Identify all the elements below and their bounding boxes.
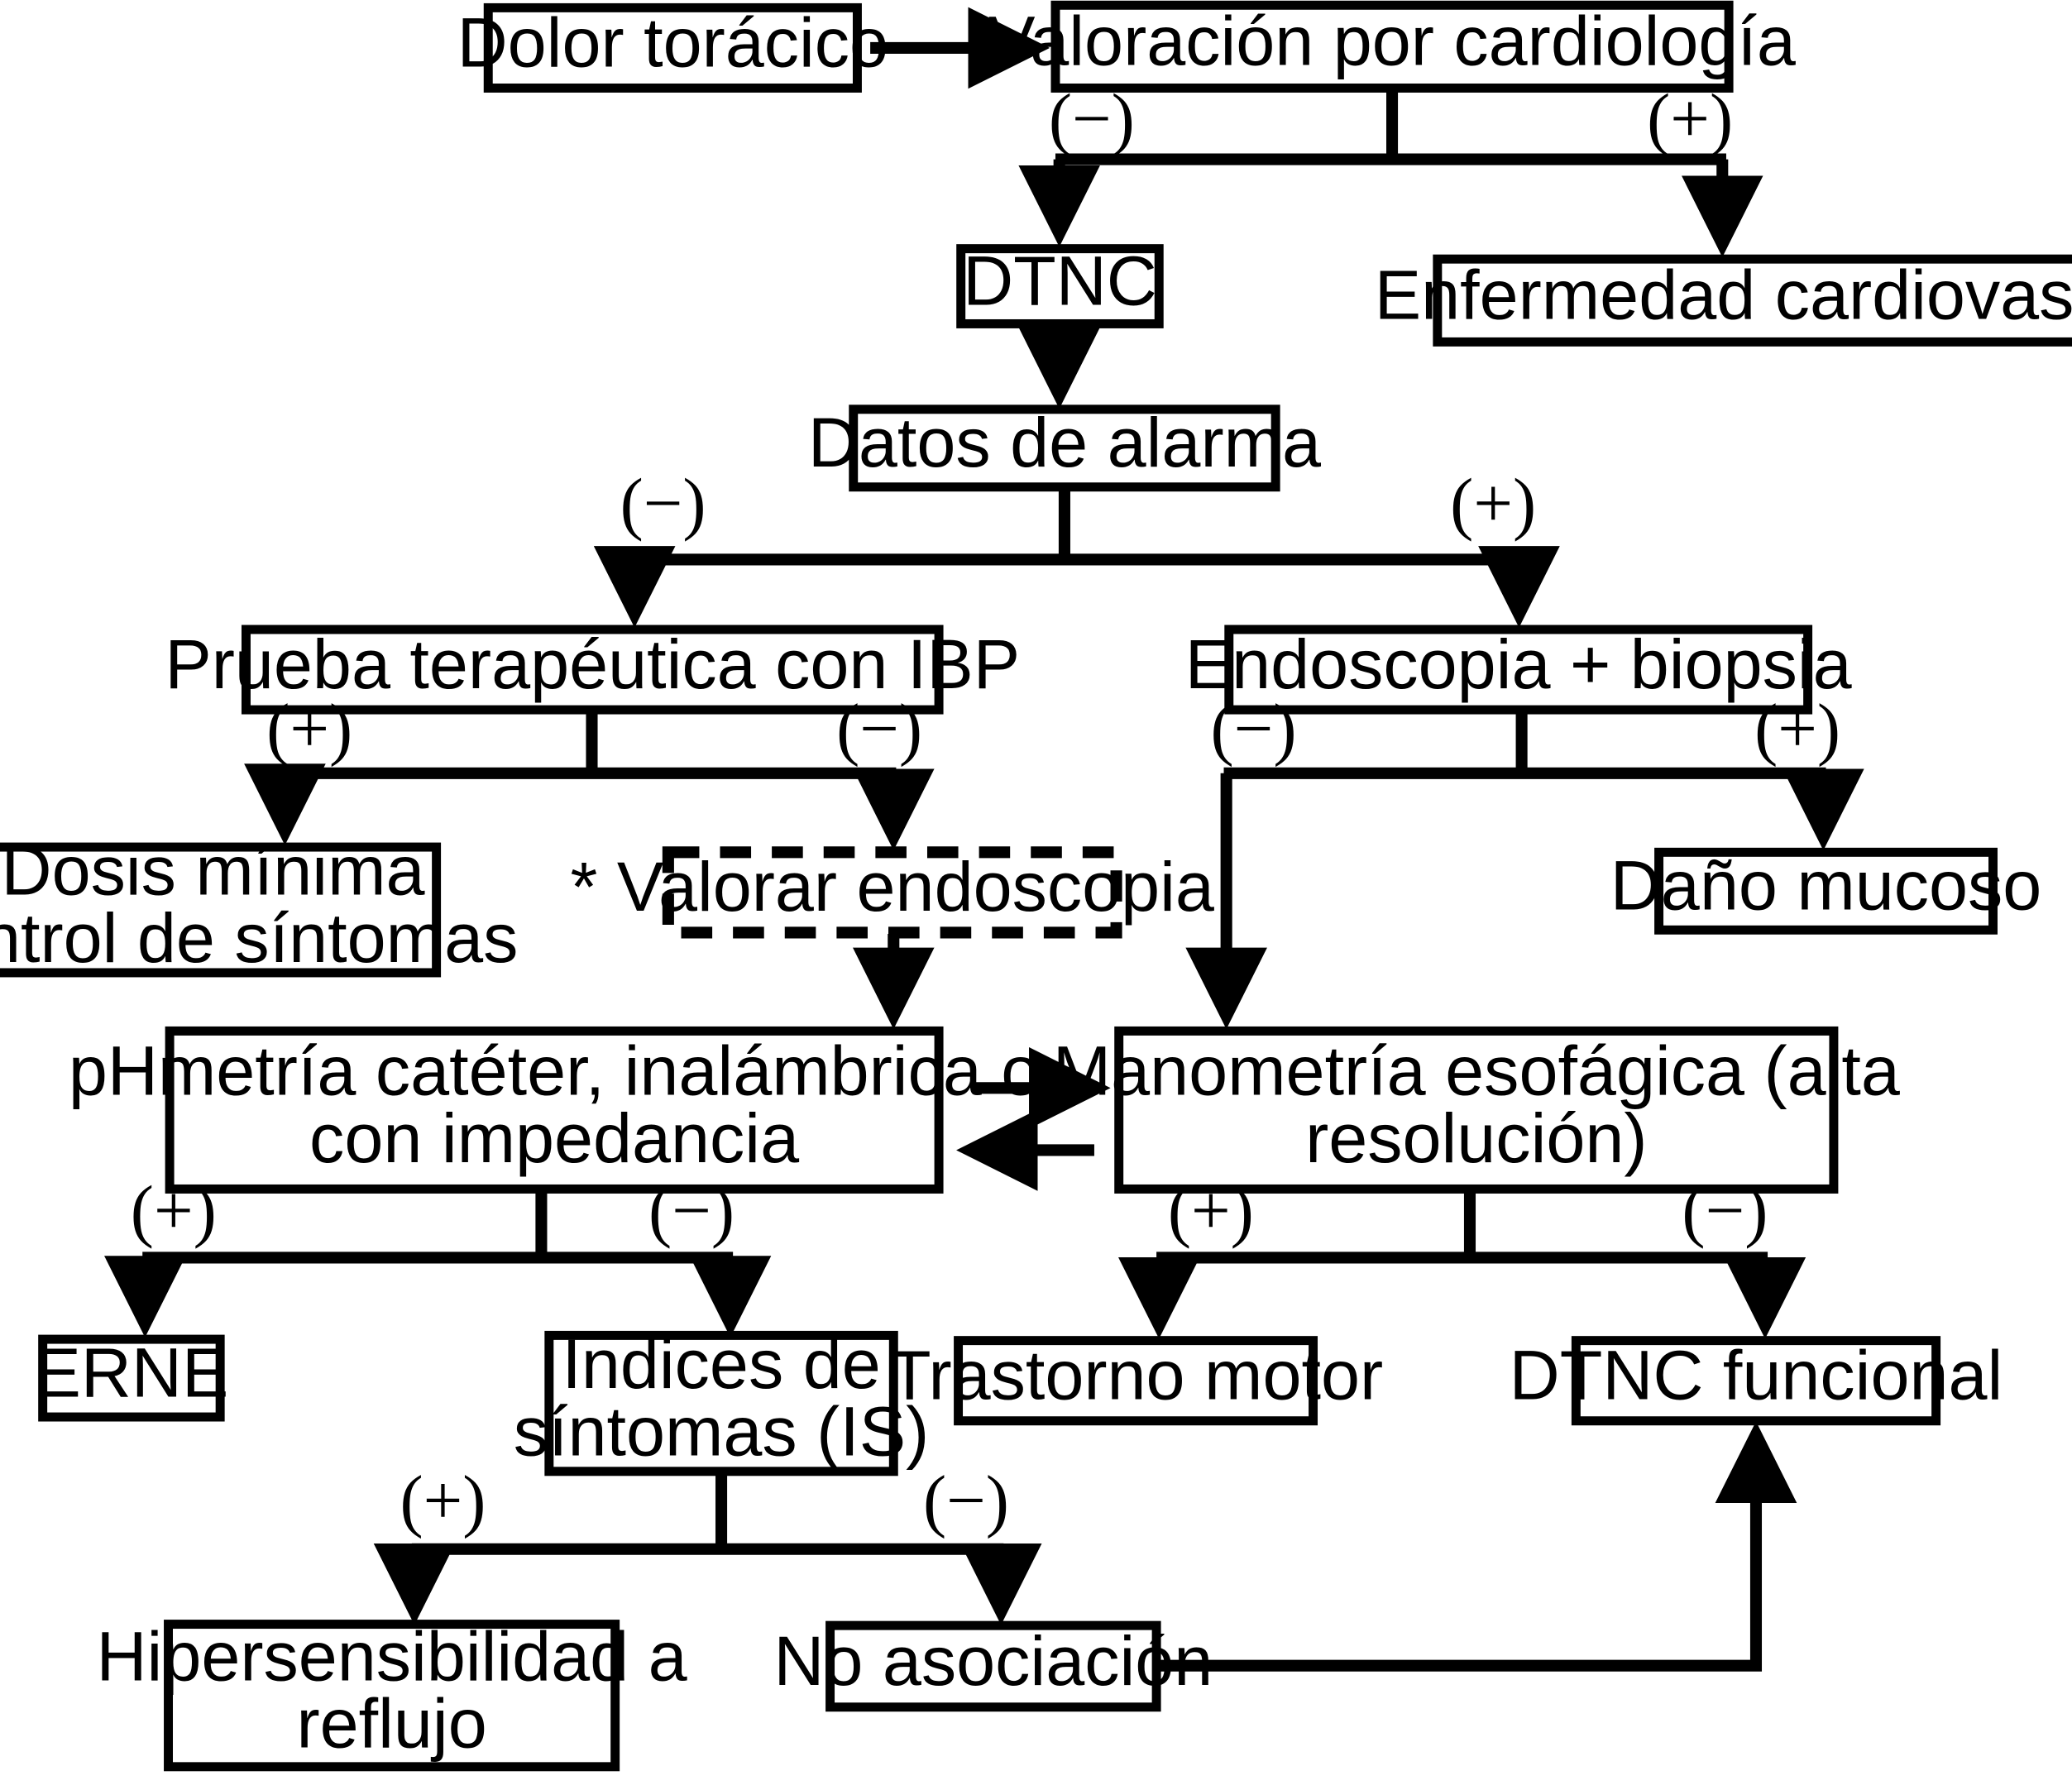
edge-noasociacion-to-dtnc-funcional <box>1157 1421 1797 1672</box>
node-dano_mucoso[interactable]: Daño mucoso <box>1610 846 2042 935</box>
node-label-dosis_minima: Dosis mínima <box>2 831 426 910</box>
node-box-valoracion_cardiologia <box>1050 0 1734 93</box>
node-erne[interactable]: ERNE <box>34 1333 228 1422</box>
branch-labels-layer: (−) (+) (−) (+) (+) (−) (−) (+) (+) (−) (+) (−) (+) (… <box>131 80 1840 1539</box>
branch-sign-b1_neg: (−) <box>1049 80 1135 157</box>
node-endoscopia_biopsia[interactable]: Endoscopia + biopsia <box>1185 625 1853 715</box>
node-label-no_asociacion: No asociación <box>773 1621 1213 1700</box>
branch-sign-b2_neg: (−) <box>620 465 706 542</box>
node-datos_alarma[interactable]: Datos de alarma <box>808 403 1322 492</box>
node-label-prueba_ibp: Prueba terapéutica con IBP <box>165 625 1020 703</box>
node-label-manometria: resolución) <box>1305 1098 1647 1177</box>
node-label-dosis_minima: control de síntomas <box>0 898 518 977</box>
node-label-phmetria: pHmetría catéter, inalámbrica o <box>69 1031 1040 1110</box>
node-no_asociacion[interactable]: No asociación <box>773 1620 1213 1712</box>
node-label-indices_sintomas: síntomas (IS) <box>514 1392 930 1471</box>
node-box-dtnc <box>956 244 1164 328</box>
branch-sign-b5_neg: (−) <box>648 1172 735 1249</box>
node-box-dolor_toracico <box>483 2 862 93</box>
branch-sign-b6_neg: (−) <box>1682 1172 1768 1249</box>
node-label-dolor_toracico: Dolor torácico <box>457 2 888 81</box>
node-label-manometria: Manometría esofágica (alta <box>1053 1031 1901 1110</box>
node-label-dtnc_funcional: DTNC funcional <box>1510 1336 2003 1414</box>
node-prueba_ibp[interactable]: Prueba terapéutica con IBP <box>165 625 1020 715</box>
node-box-enfermedad_cv <box>1433 254 2072 347</box>
node-label-datos_alarma: Datos de alarma <box>808 403 1322 481</box>
node-box-dosis_minima <box>0 842 442 978</box>
branch-sign-b1_pos: (+) <box>1647 80 1733 157</box>
node-box-erne <box>38 1334 225 1422</box>
node-label-phmetria: con impedancia <box>309 1098 800 1177</box>
node-box-manometria <box>1114 1026 1839 1194</box>
node-label-trastorno_motor: Trastorno motor <box>888 1336 1383 1414</box>
node-label-hipersensibilidad: reflujo <box>296 1684 486 1763</box>
branch-sign-b3_pos: (+) <box>266 691 352 768</box>
node-label-endoscopia_biopsia: Endoscopia + biopsia <box>1185 625 1853 703</box>
edges-layer <box>104 7 1864 1672</box>
node-box-prueba_ibp <box>241 625 944 715</box>
node-label-dano_mucoso: Daño mucoso <box>1610 846 2042 925</box>
node-dosis_minima[interactable]: Dosis mínimacontrol de síntomas <box>0 831 518 978</box>
node-box-hipersensibilidad <box>164 1620 620 1772</box>
branch-sign-b2_pos: (+) <box>1450 465 1536 542</box>
node-trastorno_motor[interactable]: Trastorno motor <box>888 1336 1383 1426</box>
branch-sign-b7_pos: (+) <box>400 1462 486 1539</box>
node-valorar_endoscopia[interactable]: * Valorar endoscopia <box>570 846 1215 939</box>
branch-sign-b7_neg: (−) <box>923 1462 1009 1539</box>
node-box-phmetria <box>165 1026 944 1194</box>
node-box-valorar_endoscopia <box>662 846 1122 939</box>
node-box-dtnc_funcional <box>1571 1336 1941 1426</box>
node-label-dtnc: DTNC <box>963 241 1157 319</box>
branch-sign-b6_pos: (+) <box>1168 1172 1254 1249</box>
node-box-dano_mucoso <box>1654 847 1998 935</box>
branch-sign-b4_neg: (−) <box>1211 691 1297 768</box>
node-dolor_toracico[interactable]: Dolor torácico <box>457 2 888 93</box>
node-box-datos_alarma <box>849 404 1280 492</box>
node-label-hipersensibilidad: Hipersensibilidad a <box>97 1616 688 1695</box>
node-label-enfermedad_cv: Enfermedad cardiovascular <box>1375 256 2072 334</box>
node-box-trastorno_motor <box>954 1336 1318 1426</box>
node-label-valoracion_cardiologia: Valoración por cardiología <box>988 2 1797 80</box>
node-box-no_asociacion <box>825 1620 1161 1712</box>
node-label-indices_sintomas: Indices de <box>562 1324 880 1403</box>
branch-sign-b4_pos: (+) <box>1754 691 1840 768</box>
node-dtnc_funcional[interactable]: DTNC funcional <box>1510 1336 2003 1426</box>
branch-sign-b5_pos: (+) <box>131 1172 217 1249</box>
node-label-valorar_endoscopia: * Valorar endoscopia <box>570 847 1214 926</box>
node-box-indices_sintomas <box>544 1330 898 1477</box>
node-box-endoscopia_biopsia <box>1224 625 1813 715</box>
branch-sign-b3_neg: (−) <box>836 691 922 768</box>
node-dtnc[interactable]: DTNC <box>956 241 1164 328</box>
node-enfermedad_cv[interactable]: Enfermedad cardiovascular <box>1375 254 2072 347</box>
node-label-erne: ERNE <box>34 1333 228 1411</box>
node-valoracion_cardiologia[interactable]: Valoración por cardiología <box>988 0 1797 93</box>
